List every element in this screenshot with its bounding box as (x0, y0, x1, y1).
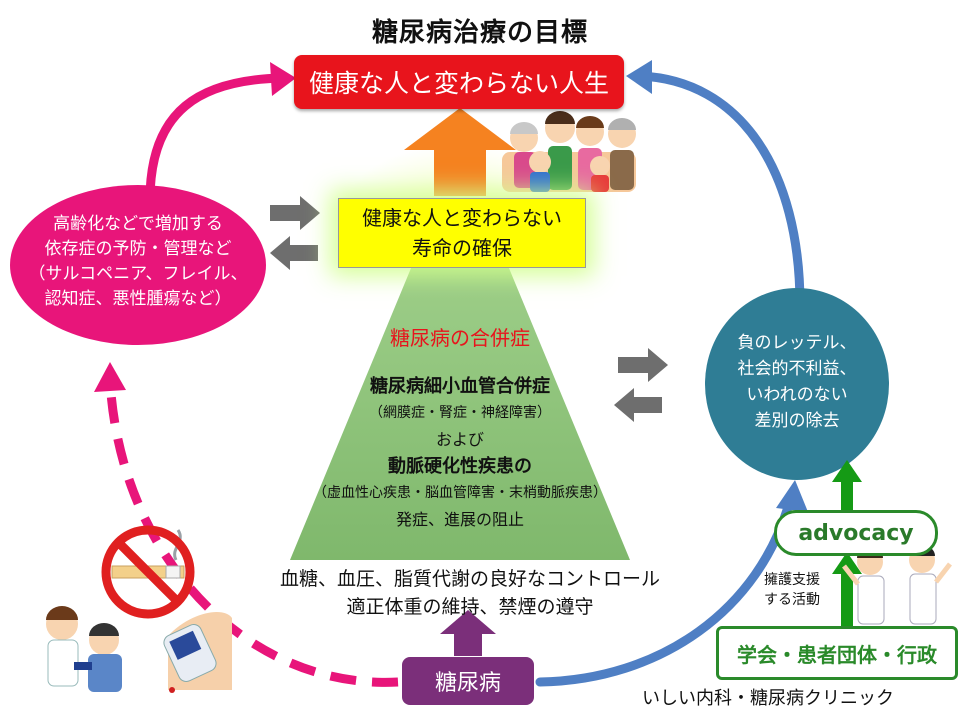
and-label: および (435, 430, 484, 449)
lifespan-box: 健康な人と変わらない 寿命の確保 (338, 198, 586, 268)
green-arrow-lower-shaft (841, 570, 853, 626)
stigma-line-2: 社会的不利益、 (737, 359, 857, 379)
clinic-name: いしい内科・糖尿病クリニック (642, 688, 894, 709)
microvascular-label: 糖尿病細小血管合併症 (370, 376, 550, 397)
support-line-2: する活動 (764, 592, 820, 608)
complications-title: 糖尿病の合併症 (390, 326, 530, 350)
doctor-patient-illustration (46, 606, 122, 692)
microvascular-detail: （網膜症・腎症・神経障害） (369, 405, 551, 421)
prevent-label: 発症、進展の阻止 (395, 510, 524, 529)
green-arrow-lower-head (832, 552, 862, 574)
advocacy-box: advocacy (774, 510, 938, 556)
elderly-text: 高齢化などで増加する 依存症の予防・管理など （サルコペニア、フレイル、 認知症… (22, 212, 254, 312)
gray-arrow-right-1 (270, 196, 320, 230)
control-line-2: 適正体重の維持、禁煙の遵守 (346, 596, 594, 618)
gray-arrow-right-2 (618, 348, 668, 382)
pink-dashed-arrowhead (94, 362, 126, 392)
stigma-line-4: 差別の除去 (754, 411, 840, 431)
pink-solid-arrowhead (270, 62, 296, 96)
society-box: 学会・患者団体・行政 (716, 626, 958, 680)
orange-up-arrow (404, 108, 516, 196)
control-line-1: 血糖、血圧、脂質代謝の良好なコントロール (279, 568, 660, 590)
elderly-line-1: 高齢化などで増加する (53, 214, 223, 234)
purple-up-arrow (440, 610, 496, 656)
doctors-illustration (842, 545, 952, 625)
gray-arrow-left-1 (270, 236, 318, 270)
macrovascular-label: 動脈硬化性疾患の (388, 456, 532, 477)
stigma-line-1: 負のレッテル、 (737, 333, 857, 353)
blue-lower-arrowhead (776, 480, 808, 512)
family-illustration (502, 111, 636, 192)
support-line-1: 擁護支援 (764, 572, 820, 588)
elderly-line-4: 認知症、悪性腫瘍など） (44, 289, 232, 309)
stigma-line-3: いわれのない (746, 385, 848, 405)
goal-box: 健康な人と変わらない人生 (294, 55, 624, 109)
diagram-title: 糖尿病治療の目標 (371, 18, 588, 48)
elderly-line-2: 依存症の予防・管理など (44, 239, 232, 259)
pink-solid-arrow (145, 73, 287, 205)
no-smoking-icon (101, 525, 195, 619)
macrovascular-detail: （虚血性心疾患・脳血管障害・末梢動脈疾患） (313, 485, 607, 501)
pink-dashed-arrow (105, 379, 399, 687)
green-arrow-upper-head (832, 460, 862, 482)
stigma-text: 負のレッテル、 社会的不利益、 いわれのない 差別の除去 (704, 330, 890, 434)
glucose-meter-illustration (163, 612, 232, 693)
diabetes-box: 糖尿病 (402, 657, 534, 705)
blue-up-arrow (635, 71, 805, 310)
complications-triangle (290, 150, 630, 560)
support-text: 擁護支援 する活動 (752, 570, 832, 610)
lifespan-line-1: 健康な人と変わらない (362, 206, 562, 230)
lifespan-line-2: 寿命の確保 (412, 236, 512, 260)
stigma-ellipse (705, 288, 889, 480)
elderly-line-3: （サルコペニア、フレイル、 (28, 264, 248, 284)
elderly-ellipse (10, 185, 266, 345)
gray-arrow-left-2 (614, 388, 662, 422)
blue-up-arrowhead (626, 60, 652, 94)
green-arrow-upper-shaft (841, 478, 853, 512)
